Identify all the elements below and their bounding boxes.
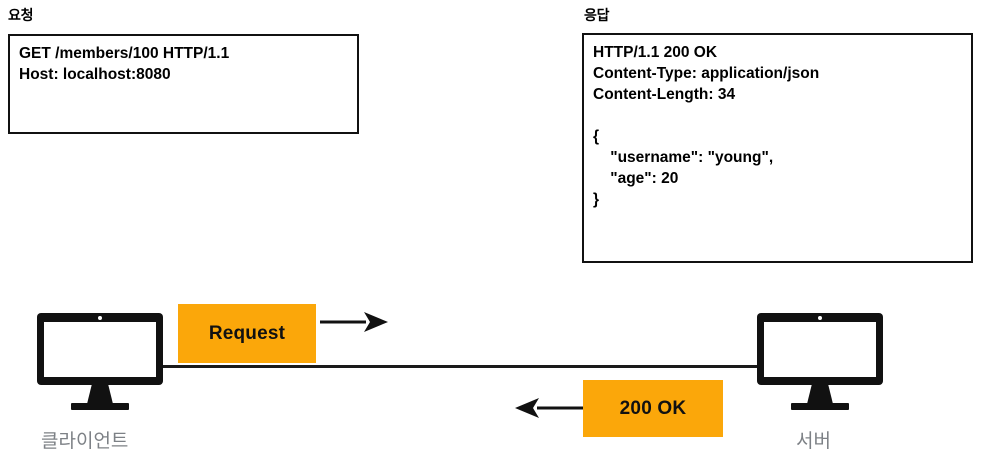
request-line: GET /members/100 HTTP/1.1 xyxy=(19,45,230,62)
response-line: HTTP/1.1 200 OK xyxy=(593,44,718,61)
response-line: Content-Type: application/json xyxy=(593,65,820,82)
monitor-stand-neck xyxy=(87,385,113,404)
monitor-camera-dot xyxy=(818,316,822,320)
monitor-screen xyxy=(764,322,876,377)
monitor-stand-base xyxy=(71,403,129,410)
request-chip-text: Request xyxy=(208,322,286,344)
status-chip-text: 200 OK xyxy=(619,397,687,419)
client-server-diagram xyxy=(0,280,983,466)
response-line: "age": 20 xyxy=(593,170,679,187)
server-monitor-icon xyxy=(757,313,883,413)
client-label: 클라이언트 xyxy=(41,431,129,452)
monitor-bezel xyxy=(37,313,163,385)
request-message-box: GET /members/100 HTTP/1.1 Host: localhos… xyxy=(8,34,359,134)
request-line: Host: localhost:8080 xyxy=(19,66,171,83)
request-section-title: 요청 xyxy=(8,7,34,23)
response-section-title: 응답 xyxy=(584,7,610,23)
response-line: } xyxy=(593,191,600,208)
response-message-box: HTTP/1.1 200 OK Content-Type: applicatio… xyxy=(582,33,973,263)
monitor-bezel xyxy=(757,313,883,385)
response-line: { xyxy=(593,128,600,145)
server-label: 서버 xyxy=(796,431,831,452)
monitor-stand-neck xyxy=(807,385,833,404)
monitor-camera-dot xyxy=(98,316,102,320)
monitor-stand-base xyxy=(791,403,849,410)
response-line-blank xyxy=(593,105,962,126)
request-label-chip: Request xyxy=(178,304,316,363)
arrow-right-icon xyxy=(320,312,388,332)
arrow-left-icon xyxy=(515,398,583,418)
monitor-screen xyxy=(44,322,156,377)
response-line: "username": "young", xyxy=(593,149,774,166)
network-link-line xyxy=(159,365,769,368)
response-line: Content-Length: 34 xyxy=(593,86,736,103)
client-monitor-icon xyxy=(37,313,163,413)
status-label-chip: 200 OK xyxy=(583,380,723,437)
